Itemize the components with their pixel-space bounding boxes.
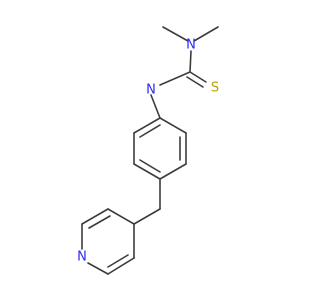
amine-n-label: N (186, 38, 196, 53)
thio-s-label: S (211, 81, 219, 96)
benzene-bond-1 (159, 117, 187, 134)
atom-labels-group: N N S N (77, 38, 219, 265)
bond-n-methyl-right (193, 26, 219, 42)
pyridine-bond-1 (107, 208, 135, 225)
bonds-group (81, 26, 219, 275)
benzene-bond-6-inner (139, 124, 161, 138)
atom-amine-n: N (186, 38, 196, 53)
benzene-bond-6 (133, 117, 161, 134)
benzene-bond-3 (159, 163, 187, 180)
imine-n-label: N (146, 83, 156, 98)
bond-n-thiocarbonyl (189, 50, 192, 73)
pyridine-bond-2 (81, 208, 109, 225)
bond-c-s-double-b (186, 76, 204, 88)
atom-imine-n: N (146, 83, 156, 98)
pyridine-bond-2-inner (88, 215, 111, 229)
benzene-bond-4-inner (139, 159, 161, 173)
bond-n-methyl-left (162, 26, 189, 42)
pyridine-n-label: N (77, 250, 87, 265)
atom-pyridine-n: N (77, 250, 87, 265)
pyridine-bond-5 (107, 257, 135, 275)
bond-c-s-double-a (189, 71, 207, 83)
molecule-structure-canvas: N N S N (77, 26, 219, 275)
benzene-bond-4 (133, 163, 161, 180)
bond-nh-ring (150, 94, 161, 119)
atom-thio-s: S (211, 81, 219, 96)
pyridine-bond-4 (87, 262, 109, 275)
bond-c-nh (159, 71, 191, 86)
bond-ch2-pyridine (133, 208, 161, 225)
pyridine-bond-5-inner (107, 254, 129, 268)
